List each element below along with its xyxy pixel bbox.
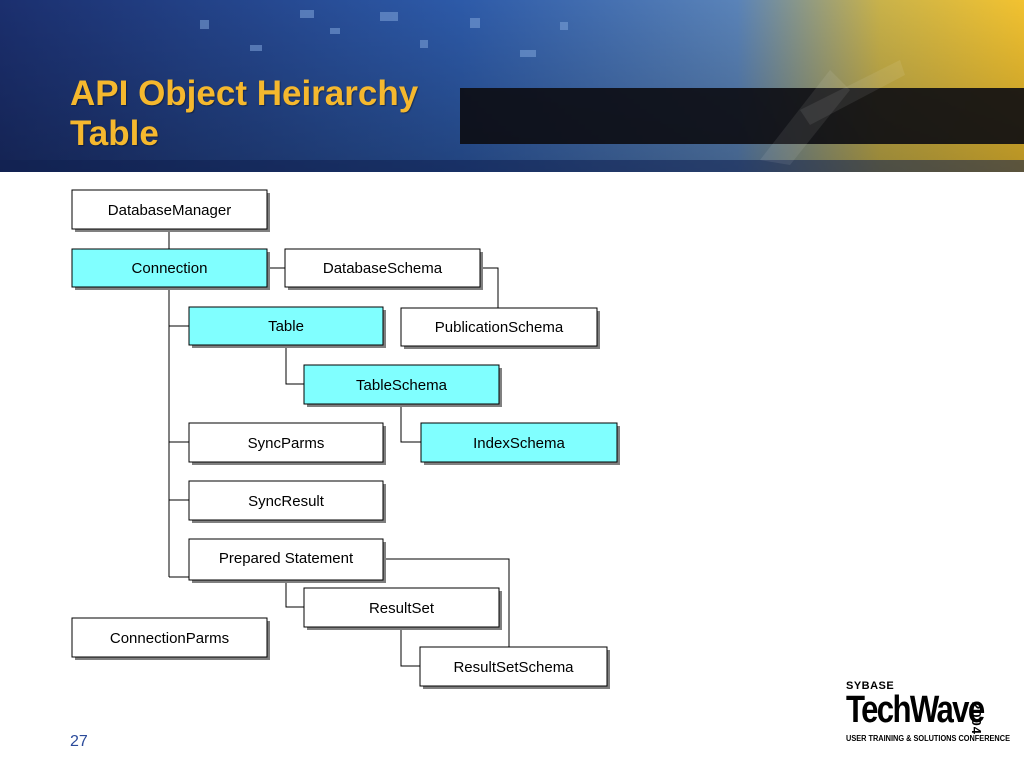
- edge-tableschema-indexschema: [400, 404, 421, 443]
- node-result-set-schema: ResultSetSchema: [419, 646, 610, 689]
- edge-preparedstatement-resultset: [285, 580, 304, 608]
- logo-year: 2004: [969, 702, 984, 735]
- slide-title-line-1: API Object Heirarchy: [70, 74, 419, 113]
- node-label: Table: [268, 318, 304, 335]
- node-label: ConnectionParms: [110, 630, 229, 647]
- node-label: TableSchema: [356, 377, 448, 394]
- node-label: DatabaseManager: [108, 202, 231, 219]
- slide-title-line-2: Table: [70, 114, 159, 153]
- logo-product: TechWave: [846, 689, 985, 731]
- node-prepared-statement: Prepared Statement: [188, 538, 386, 583]
- connector-lines: [168, 229, 510, 667]
- node-result-set: ResultSet: [303, 587, 502, 630]
- node-label: SyncResult: [248, 493, 325, 510]
- node-label: IndexSchema: [473, 435, 565, 452]
- node-label: ResultSetSchema: [453, 659, 574, 676]
- node-connection-parms: ConnectionParms: [71, 617, 270, 660]
- node-label: Connection: [132, 260, 208, 277]
- edge-resultset-resultsetschema: [400, 627, 420, 667]
- node-publication-schema: PublicationSchema: [400, 307, 600, 349]
- slide-title: API Object Heirarchy Table: [70, 74, 418, 154]
- node-label: Prepared Statement: [219, 550, 354, 567]
- title-banner: [0, 0, 1024, 172]
- diagram-nodes: DatabaseManager Connection DatabaseSchem…: [71, 189, 620, 689]
- node-sync-result: SyncResult: [188, 480, 386, 523]
- node-database-manager: DatabaseManager: [71, 189, 270, 232]
- node-label: PublicationSchema: [435, 319, 564, 336]
- node-table-schema: TableSchema: [303, 364, 502, 407]
- node-connection: Connection: [71, 248, 270, 290]
- node-index-schema: IndexSchema: [420, 422, 620, 465]
- logo-tagline: USER TRAINING & SOLUTIONS CONFERENCE: [846, 734, 1010, 743]
- edge-table-tableschema: [285, 345, 304, 385]
- node-sync-parms: SyncParms: [188, 422, 386, 465]
- node-label: DatabaseSchema: [323, 260, 443, 277]
- node-table: Table: [188, 306, 386, 348]
- edge-databaseschema-publicationschema: [480, 267, 499, 308]
- page-number: 27: [70, 733, 88, 750]
- techwave-logo: SYBASE TechWave 2004 USER TRAINING & SOL…: [846, 680, 1010, 750]
- node-database-schema: DatabaseSchema: [284, 248, 483, 290]
- edge-preparedstatement-resultsetschema: [383, 558, 510, 647]
- logo-brand: SYBASE: [846, 680, 895, 692]
- node-label: SyncParms: [248, 435, 325, 452]
- node-label: ResultSet: [369, 600, 435, 617]
